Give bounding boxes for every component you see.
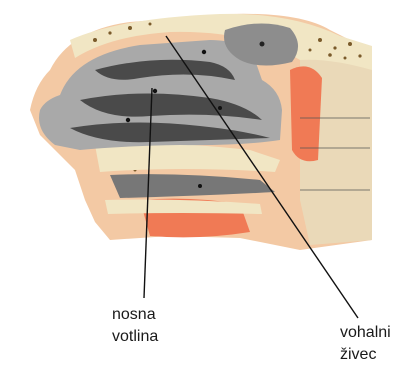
label-nasal-cavity: nosna votlina [112,304,158,348]
sphenoid-dot [260,42,265,47]
label-olfactory-nerve-line1: vohalni [340,322,391,344]
label-nasal-cavity-line2: votlina [112,326,158,348]
label-nasal-cavity-line1: nosna [112,304,158,326]
muscle-upper [290,66,322,161]
label-olfactory-nerve-line2: živec [340,344,391,366]
label-olfactory-nerve: vohalni živec [340,322,391,366]
